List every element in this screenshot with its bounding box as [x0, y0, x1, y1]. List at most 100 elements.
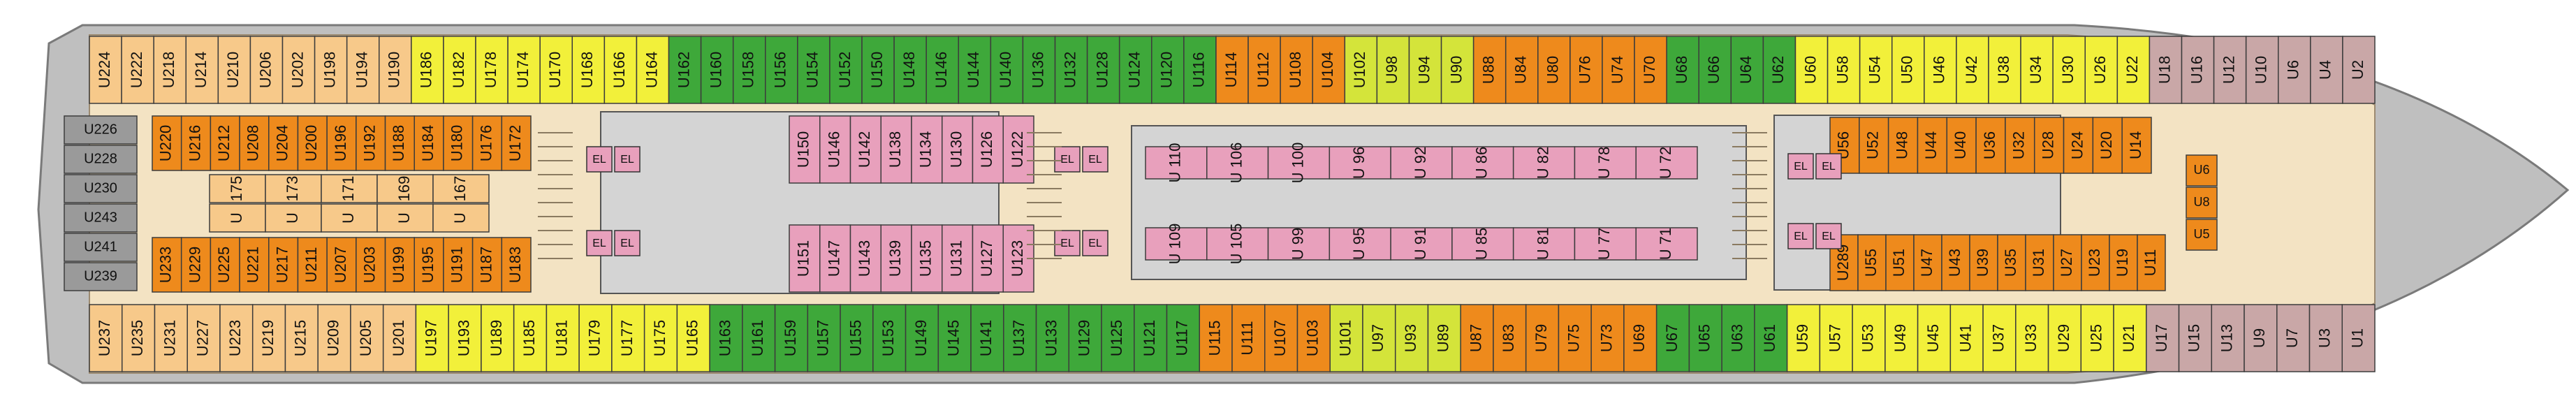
top-cabin-u182[interactable]: U182: [443, 36, 476, 104]
bottom-cabin-u185[interactable]: U185: [513, 304, 548, 372]
mid-top-5[interactable]: U130: [942, 115, 974, 184]
top-cabin-u154[interactable]: U154: [797, 36, 830, 104]
aft-inner-top-1[interactable]: U216: [180, 115, 212, 171]
fwd-inner-bottom-4[interactable]: U43: [1941, 234, 1970, 291]
aft-inner-top-6[interactable]: U196: [326, 115, 357, 171]
top-cabin-u94[interactable]: U94: [1408, 36, 1442, 104]
bottom-cabin-u175[interactable]: U175: [643, 304, 678, 372]
aft-inner-bottom-0[interactable]: U233: [152, 237, 182, 293]
top-cabin-u166[interactable]: U166: [603, 36, 638, 104]
aft-small-bottom-4[interactable]: U: [432, 203, 490, 233]
top-cabin-u76[interactable]: U76: [1569, 36, 1603, 104]
fwd-inner-top-2[interactable]: U48: [1887, 117, 1919, 174]
bottom-cabin-u75[interactable]: U75: [1558, 304, 1592, 372]
top-cabin-u84[interactable]: U84: [1505, 36, 1539, 104]
bottom-cabin-u149[interactable]: U149: [905, 304, 939, 372]
aft-small-bottom-2[interactable]: U: [321, 203, 378, 233]
mid-bottom-6[interactable]: U127: [972, 224, 1004, 293]
stern-cabin-u241[interactable]: U241: [64, 233, 138, 262]
fwd-inner-top-9[interactable]: U20: [2092, 117, 2123, 174]
top-cabin-u206[interactable]: U206: [249, 36, 284, 104]
stern-cabin-u226[interactable]: U226: [64, 115, 138, 145]
mid-top-0[interactable]: U150: [789, 115, 821, 184]
top-cabin-u62[interactable]: U62: [1762, 36, 1796, 104]
mid-top-6[interactable]: U126: [972, 115, 1004, 184]
top-cabin-u144[interactable]: U144: [958, 36, 992, 104]
bottom-cabin-u87[interactable]: U87: [1460, 304, 1494, 372]
bottom-cabin-u117[interactable]: U117: [1166, 304, 1201, 372]
fwd-inner-bottom-9[interactable]: U23: [2081, 234, 2110, 291]
top-cabin-u30[interactable]: U30: [2052, 36, 2086, 104]
bottom-cabin-u101[interactable]: U101: [1329, 304, 1363, 372]
top-cabin-u178[interactable]: U178: [475, 36, 508, 104]
top-cabin-u210[interactable]: U210: [217, 36, 251, 104]
top-cabin-u34[interactable]: U34: [2020, 36, 2054, 104]
top-cabin-u202[interactable]: U202: [281, 36, 316, 104]
fwd-center-top-0[interactable]: U 110: [1145, 143, 1208, 183]
fwd-center-bottom-8[interactable]: U 71: [1635, 227, 1698, 261]
bottom-cabin-u201[interactable]: U201: [382, 304, 417, 372]
bottom-cabin-u41[interactable]: U41: [1949, 304, 1984, 372]
mid-bottom-3[interactable]: U139: [880, 224, 912, 293]
top-cabin-u158[interactable]: U158: [732, 36, 766, 104]
bottom-cabin-u163[interactable]: U163: [709, 304, 743, 372]
bottom-cabin-u157[interactable]: U157: [807, 304, 841, 372]
aft-inner-top-11[interactable]: U176: [471, 115, 503, 171]
top-cabin-u136[interactable]: U136: [1022, 36, 1056, 104]
top-cabin-u108[interactable]: U108: [1280, 36, 1313, 104]
top-cabin-u152[interactable]: U152: [829, 36, 863, 104]
fwd-center-bottom-5[interactable]: U 85: [1451, 227, 1514, 261]
fwd-inner-top-6[interactable]: U32: [2005, 117, 2035, 174]
top-cabin-u132[interactable]: U132: [1054, 36, 1088, 104]
bottom-cabin-u93[interactable]: U93: [1394, 304, 1429, 372]
bottom-cabin-u193[interactable]: U193: [448, 304, 482, 372]
bottom-cabin-u83[interactable]: U83: [1493, 304, 1527, 372]
stern-cabin-u230[interactable]: U230: [64, 174, 138, 203]
aft-inner-top-7[interactable]: U192: [356, 115, 386, 171]
aft-inner-top-2[interactable]: U212: [210, 115, 240, 171]
top-cabin-u174[interactable]: U174: [507, 36, 541, 104]
bottom-cabin-u177[interactable]: U177: [611, 304, 645, 372]
fwd-inner-bottom-7[interactable]: U31: [2025, 234, 2054, 291]
aft-inner-top-12[interactable]: U172: [501, 115, 532, 171]
bottom-cabin-u159[interactable]: U159: [774, 304, 809, 372]
fwd-inner-top-5[interactable]: U36: [1975, 117, 2006, 174]
aft-small-top-2[interactable]: 171: [321, 174, 378, 203]
top-cabin-u156[interactable]: U156: [765, 36, 798, 104]
aft-small-top-0[interactable]: 175: [209, 174, 266, 203]
fwd-inner-top-1[interactable]: U52: [1859, 117, 1889, 174]
top-cabin-u54[interactable]: U54: [1859, 36, 1893, 104]
bottom-cabin-u223[interactable]: U223: [219, 304, 254, 372]
top-cabin-u60[interactable]: U60: [1794, 36, 1829, 104]
bottom-cabin-u63[interactable]: U63: [1721, 304, 1755, 372]
top-cabin-u162[interactable]: U162: [668, 36, 702, 104]
bottom-cabin-u89[interactable]: U89: [1427, 304, 1461, 372]
bottom-cabin-u33[interactable]: U33: [2015, 304, 2049, 372]
top-cabin-u70[interactable]: U70: [1634, 36, 1667, 104]
bottom-cabin-u97[interactable]: U97: [1362, 304, 1396, 372]
fwd-inner-bottom-6[interactable]: U35: [1997, 234, 2026, 291]
bottom-cabin-u179[interactable]: U179: [578, 304, 613, 372]
stern-cabin-u243[interactable]: U243: [64, 203, 138, 233]
top-cabin-u42[interactable]: U42: [1956, 36, 1989, 104]
bottom-cabin-u209[interactable]: U209: [317, 304, 351, 372]
bottom-cabin-u129[interactable]: U129: [1068, 304, 1102, 372]
fwd-center-bottom-4[interactable]: U 91: [1390, 227, 1453, 261]
aft-inner-bottom-7[interactable]: U203: [356, 237, 386, 293]
bottom-cabin-u161[interactable]: U161: [742, 304, 776, 372]
bottom-cabin-u115[interactable]: U115: [1199, 304, 1233, 372]
bottom-cabin-u21[interactable]: U21: [2113, 304, 2147, 372]
bottom-cabin-u125[interactable]: U125: [1101, 304, 1135, 372]
top-cabin-u218[interactable]: U218: [153, 36, 187, 104]
mid-bottom-1[interactable]: U147: [819, 224, 851, 293]
aft-inner-bottom-6[interactable]: U207: [326, 237, 357, 293]
top-cabin-u2[interactable]: U2: [2342, 36, 2376, 104]
top-cabin-u50[interactable]: U50: [1891, 36, 1925, 104]
bottom-cabin-u3[interactable]: U3: [2308, 304, 2343, 372]
bottom-cabin-u121[interactable]: U121: [1134, 304, 1168, 372]
top-cabin-u140[interactable]: U140: [990, 36, 1024, 104]
bow-center-0[interactable]: U6: [2186, 154, 2218, 187]
mid-bottom-5[interactable]: U131: [942, 224, 974, 293]
aft-inner-top-4[interactable]: U204: [268, 115, 299, 171]
top-cabin-u198[interactable]: U198: [314, 36, 348, 104]
